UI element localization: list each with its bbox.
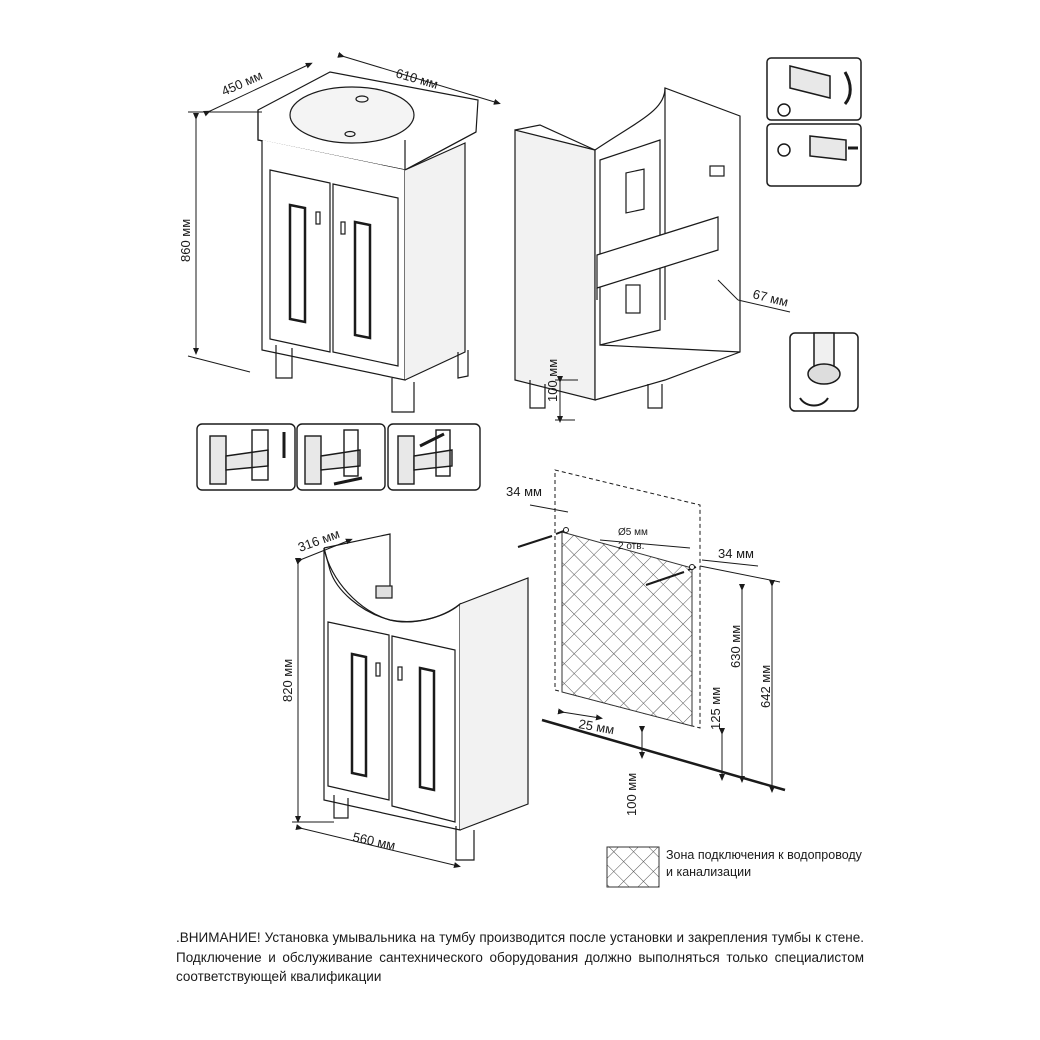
dim-inset-25: 25 мм: [577, 716, 615, 737]
wall-bracket-icon: [766, 57, 862, 187]
dim-hole-count: 2 отв.: [618, 541, 644, 552]
dim-depth-450: 450 мм: [219, 67, 265, 98]
warning-note: .ВНИМАНИЕ! Установка умывальника на тумб…: [176, 930, 864, 984]
dim-mount-630: 630 мм: [728, 625, 743, 668]
dimension-lines-mounting: [529, 504, 781, 793]
legend-swatch: [606, 846, 660, 888]
dim-height-860: 860 мм: [178, 219, 193, 262]
dimension-lines-top-left: [187, 51, 501, 373]
cabinet-front-view: [323, 533, 529, 861]
dimension-lines-rear: [555, 279, 791, 423]
hinge-adjust-depth-icon: [387, 423, 481, 491]
dim-hole-size: Ø5 мм: [618, 527, 648, 538]
hinge-adjust-horizontal-icon: [296, 423, 386, 491]
cabinet-with-sink-view: [257, 71, 479, 413]
legend-label: Зона подключения к водопроводу и канализ…: [666, 848, 862, 879]
dim-side-34-right: 34 мм: [718, 546, 754, 561]
leg-adjust-icon: [789, 332, 859, 412]
dim-side-34-left: 34 мм: [506, 484, 542, 499]
dim-rail-67: 67 мм: [751, 286, 790, 309]
dim-mount-642: 642 мм: [758, 665, 773, 708]
dim-leg-100: 100 мм: [545, 359, 560, 402]
wall-mounting-scheme: [517, 469, 786, 792]
hinge-adjust-vertical-icon: [196, 423, 296, 491]
dim-width-560: 560 мм: [351, 829, 396, 853]
dim-height-820: 820 мм: [280, 659, 295, 702]
cabinet-rear-view: [514, 87, 741, 409]
dim-depth-316: 316 мм: [296, 526, 342, 555]
dimension-lines-front: [292, 538, 461, 868]
dim-floor-100: 100 мм: [624, 773, 639, 816]
dim-zone-125: 125 мм: [708, 687, 723, 730]
